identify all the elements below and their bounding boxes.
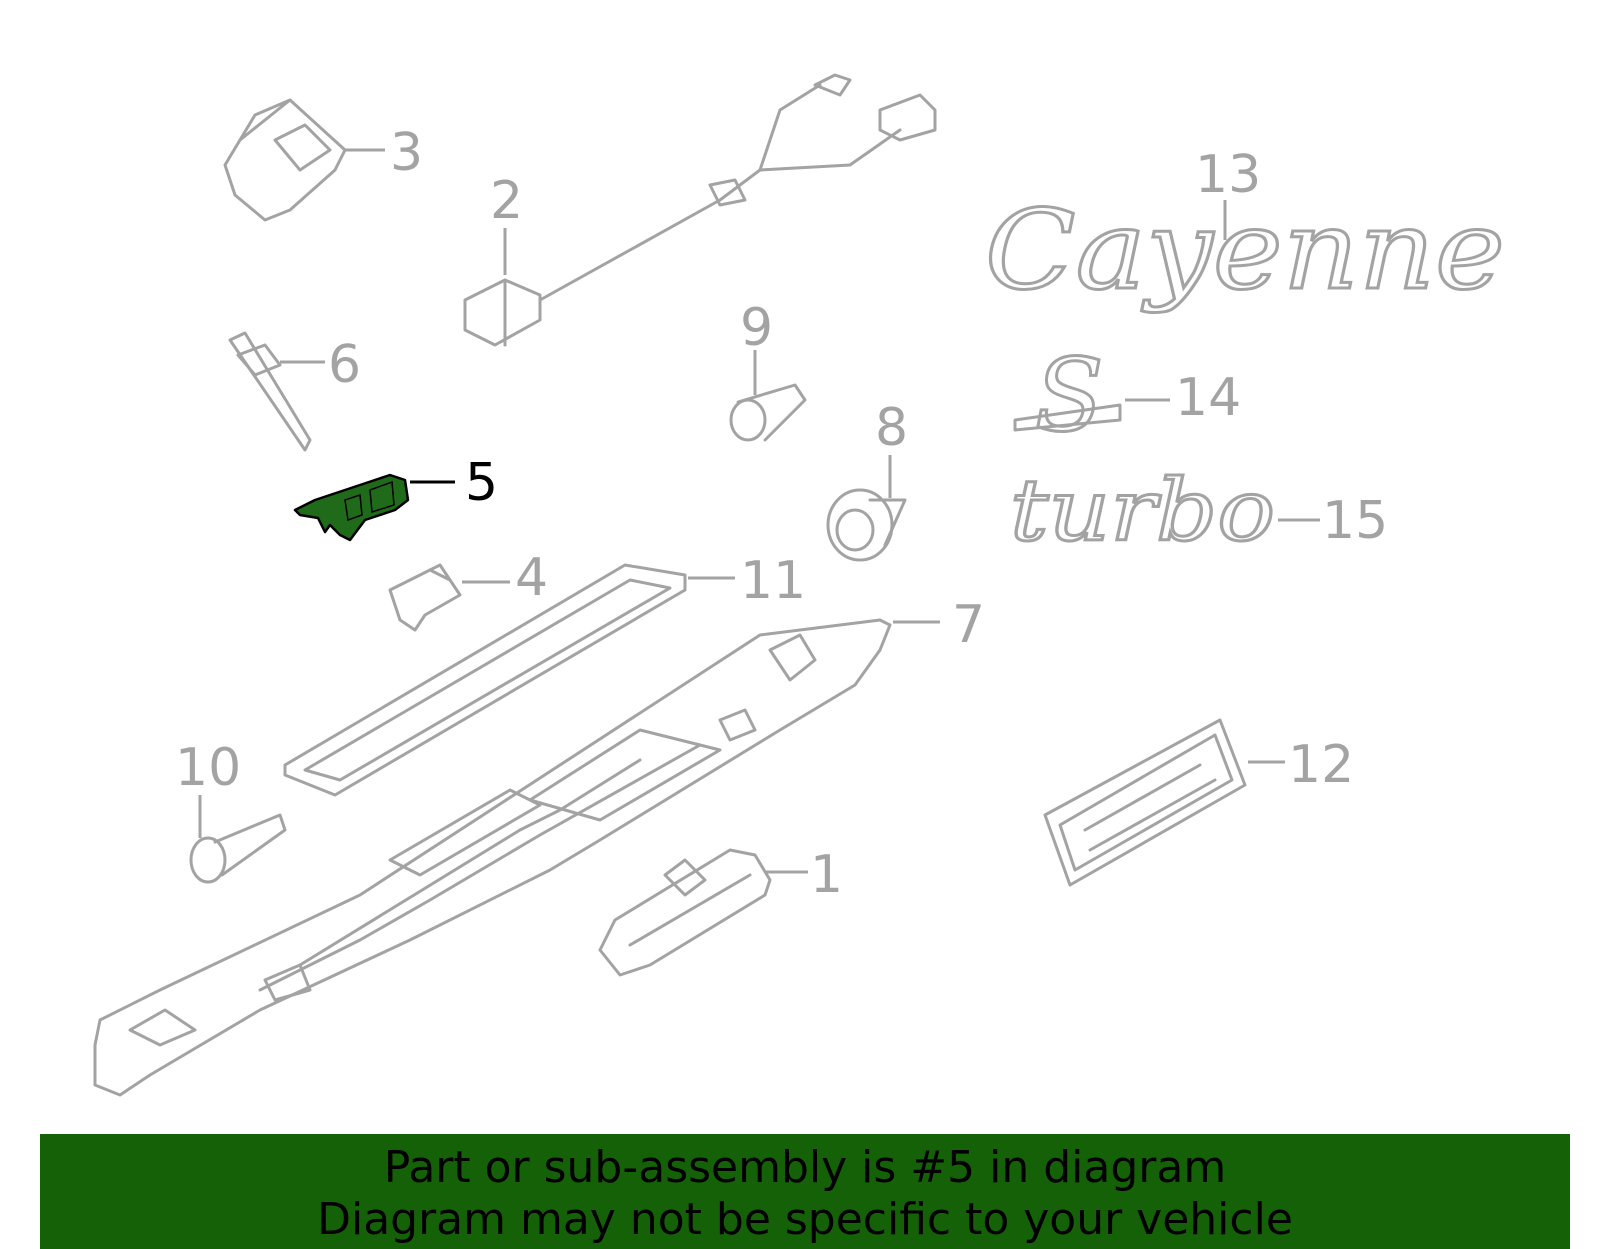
part-3-bracket[interactable] (223, 98, 347, 222)
callout-10[interactable]: 10 (175, 738, 241, 798)
part-4-clip[interactable] (388, 563, 462, 632)
callout-14[interactable]: 14 (1175, 368, 1241, 428)
callout-9[interactable]: 9 (740, 298, 773, 358)
part-11-sill-trim[interactable] (283, 563, 687, 797)
callout-2[interactable]: 2 (490, 171, 523, 231)
part-1-lamp[interactable] (598, 848, 772, 977)
callout-3[interactable]: 3 (390, 123, 423, 183)
banner-line-2: Diagram may not be specific to your vehi… (317, 1194, 1293, 1245)
part-6-pin[interactable] (228, 331, 312, 452)
callout-15[interactable]: 15 (1322, 491, 1388, 551)
part-12-sill-plate[interactable] (1043, 718, 1247, 887)
callout-7[interactable]: 7 (952, 595, 985, 655)
callout-4[interactable]: 4 (515, 548, 548, 608)
callout-13[interactable]: 13 (1195, 145, 1261, 205)
callout-5[interactable]: 5 (465, 453, 498, 513)
part-10-push-pin[interactable] (189, 813, 287, 884)
callout-11[interactable]: 11 (740, 551, 806, 611)
part-15-turbo-badge[interactable]: turbo (1009, 461, 1277, 563)
part-13-cayenne-badge[interactable]: Cayenne (984, 185, 1507, 316)
callout-8[interactable]: 8 (875, 398, 908, 458)
banner-line-1: Part or sub-assembly is #5 in diagram (383, 1142, 1227, 1193)
part-5-bracket-highlighted[interactable] (293, 473, 410, 542)
part-14-underline (1013, 403, 1122, 432)
callout-1[interactable]: 1 (810, 845, 843, 905)
callout-6[interactable]: 6 (328, 335, 361, 395)
callout-12[interactable]: 12 (1288, 735, 1354, 795)
part-14-s-badge[interactable]: S (1034, 336, 1106, 456)
part-9-bolt[interactable] (729, 383, 807, 442)
part-7-trim-panel[interactable] (93, 618, 892, 1097)
part-2-wiring-harness[interactable] (463, 73, 937, 347)
part-8-grommet[interactable] (826, 488, 907, 562)
info-banner: Part or sub-assembly is #5 in diagram Di… (40, 1134, 1570, 1249)
